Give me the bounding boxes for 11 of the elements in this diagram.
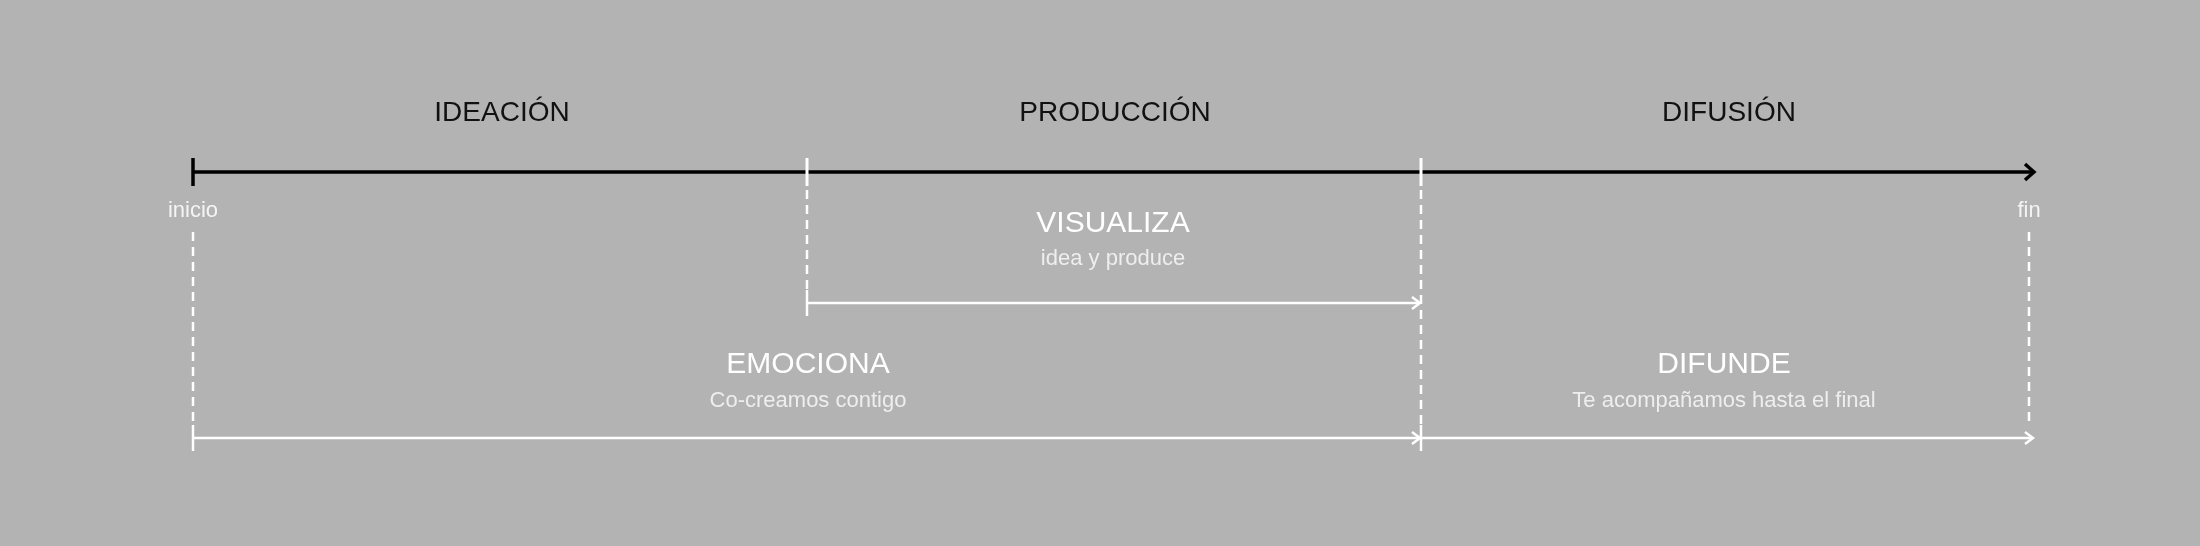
timeline-end-label: fin — [2017, 199, 2041, 221]
stage-subtitle: idea y produce — [1040, 247, 1186, 269]
stage-title: EMOCIONA — [726, 348, 890, 378]
stage-title: VISUALIZA — [1036, 207, 1190, 237]
phase-title: PRODUCCIÓN — [1019, 98, 1211, 126]
stage-title: DIFUNDE — [1657, 348, 1791, 378]
stage-subtitle: Te acompañamos hasta el final — [1572, 389, 1876, 411]
stage-subtitle: Co-creamos contigo — [709, 389, 907, 411]
phase-title: DIFUSIÓN — [1662, 98, 1796, 126]
timeline-start-label: inicio — [167, 199, 219, 221]
phase-title: IDEACIÓN — [434, 98, 570, 126]
